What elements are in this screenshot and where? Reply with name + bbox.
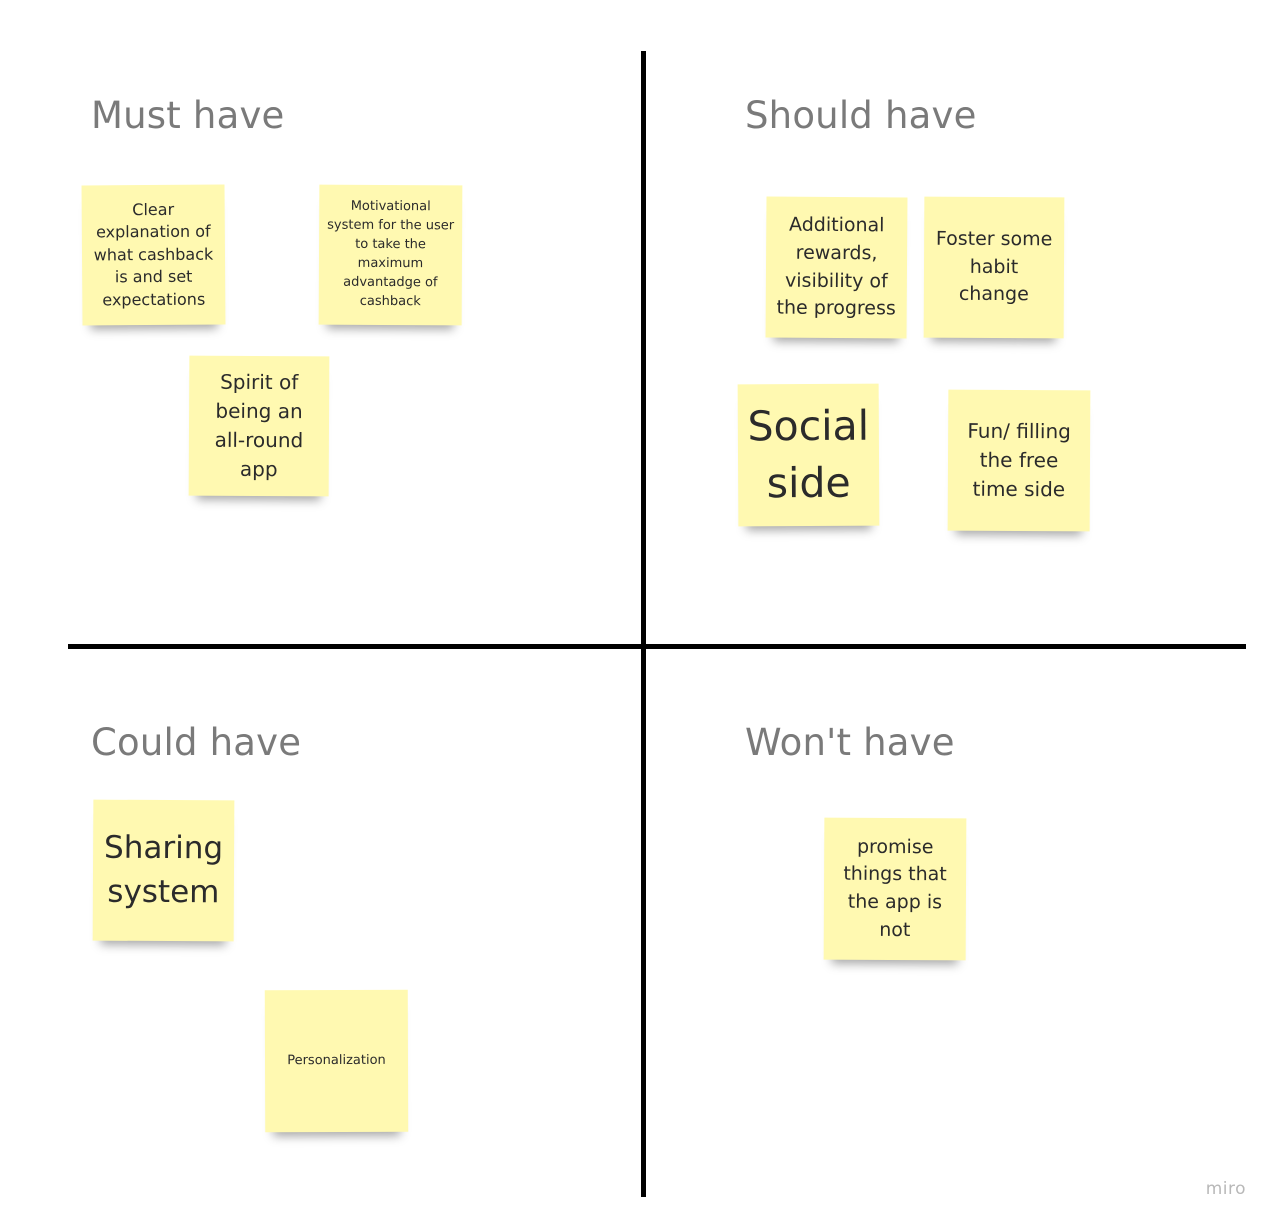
wont-have-title: Won't have [745,721,955,764]
sticky-note[interactable]: Additional rewards, visibility of the pr… [765,196,908,339]
sticky-note-text: Clear explanation of what cashback is an… [93,199,214,309]
sticky-note-text: Foster some habit change [935,227,1053,306]
should-have-title: Should have [745,94,977,137]
miro-watermark: miro [1205,1179,1246,1199]
sticky-note-text: Personalization [287,1052,386,1068]
sticky-note-text: Spirit of being an all-round app [214,369,304,482]
sticky-note[interactable]: Clear explanation of what cashback is an… [81,184,226,326]
sticky-note-text: Sharing system [104,829,224,910]
horizontal-axis-line [68,644,1246,649]
sticky-note-text: Motivational system for the user to take… [327,199,455,309]
sticky-note[interactable]: Personalization [264,989,409,1133]
must-have-title: Must have [91,94,285,137]
sticky-note[interactable]: Spirit of being an all-round app [188,355,330,497]
sticky-note-text: promise things that the app is not [843,835,947,941]
vertical-axis-line [641,51,646,1197]
sticky-note-text: Additional rewards, visibility of the pr… [776,214,896,320]
sticky-note-text: Social side [747,402,870,508]
sticky-note[interactable]: Social side [737,383,880,527]
sticky-note[interactable]: Foster some habit change [923,196,1065,339]
sticky-note[interactable]: Sharing system [92,799,235,942]
sticky-note[interactable]: promise things that the app is not [823,817,967,961]
sticky-note-text: Fun/ filling the free time side [967,418,1071,502]
could-have-title: Could have [91,721,302,764]
sticky-note[interactable]: Motivational system for the user to take… [318,184,463,326]
sticky-note[interactable]: Fun/ filling the free time side [947,389,1091,532]
